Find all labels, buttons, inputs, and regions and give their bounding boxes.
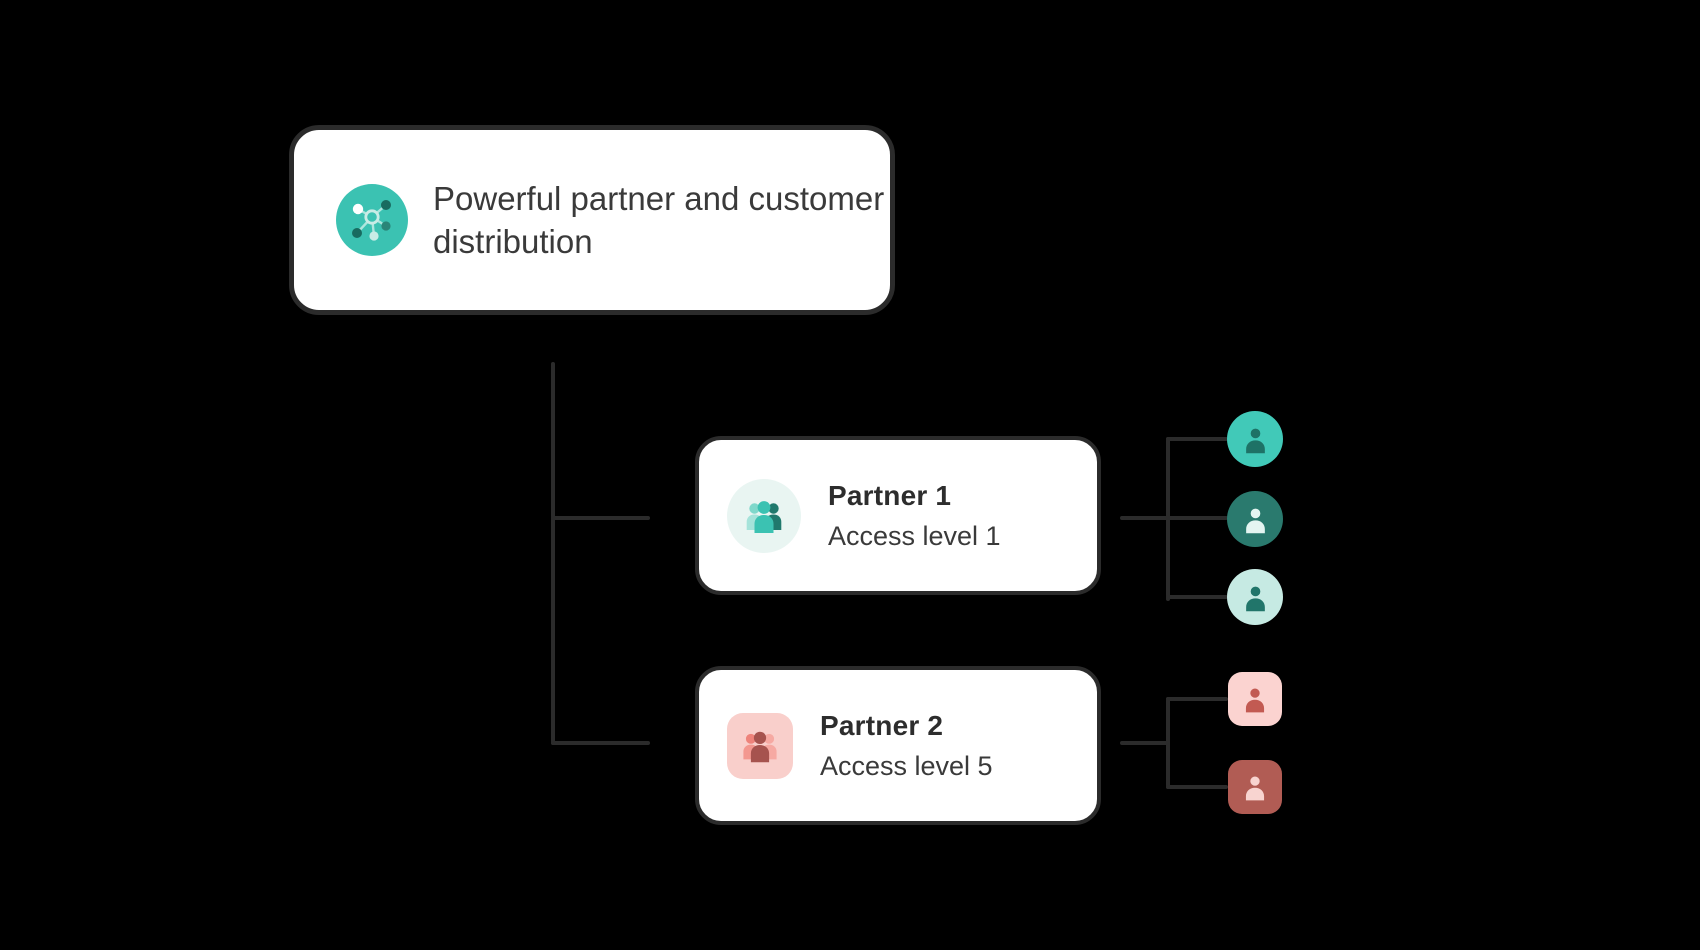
- customer-avatar-red: [1228, 760, 1282, 814]
- partner-1-access-level: Access level 1: [828, 520, 1001, 551]
- network-hub-icon: [336, 184, 408, 256]
- partner-1-name: Partner 1: [828, 479, 952, 511]
- customer-avatar-teal-deep: [1227, 491, 1283, 547]
- connector-p2-main: [1120, 741, 1170, 745]
- connector-p2-vertical: [1166, 697, 1170, 789]
- person-icon: [1245, 688, 1265, 713]
- connector-branch-partner1: [551, 516, 650, 520]
- connector-p1-bottom: [1166, 595, 1228, 599]
- partner-2-name: Partner 2: [820, 709, 944, 741]
- person-icon: [1245, 586, 1265, 611]
- partner-2-access-level: Access level 5: [820, 750, 993, 781]
- partner-2-text: Partner 2 Access level 5: [820, 710, 993, 782]
- connector-branch-partner2: [551, 741, 650, 745]
- customer-avatar-teal-bright: [1227, 411, 1283, 467]
- people-group-icon-red: [727, 712, 793, 779]
- customer-avatar-pink-pale: [1228, 672, 1282, 726]
- connector-p2-top: [1166, 697, 1228, 701]
- partner-2-card: Partner 2 Access level 5: [695, 666, 1101, 825]
- connector-root-vertical: [551, 362, 555, 745]
- connector-p1-vertical: [1166, 437, 1170, 601]
- root-card: Powerful partner and customer distributi…: [289, 125, 895, 315]
- person-icon: [1245, 776, 1265, 801]
- connector-p2-bottom: [1166, 785, 1228, 789]
- person-icon: [1245, 428, 1265, 453]
- partner-1-text: Partner 1 Access level 1: [828, 480, 1001, 552]
- person-icon: [1245, 508, 1265, 533]
- partner-1-card: Partner 1 Access level 1: [695, 436, 1101, 595]
- root-card-title: Powerful partner and customer distributi…: [433, 179, 885, 260]
- connector-p1-top: [1166, 437, 1228, 441]
- connector-p1-main: [1120, 516, 1228, 520]
- customer-avatar-mint: [1227, 569, 1283, 625]
- people-group-icon-teal: [727, 478, 801, 553]
